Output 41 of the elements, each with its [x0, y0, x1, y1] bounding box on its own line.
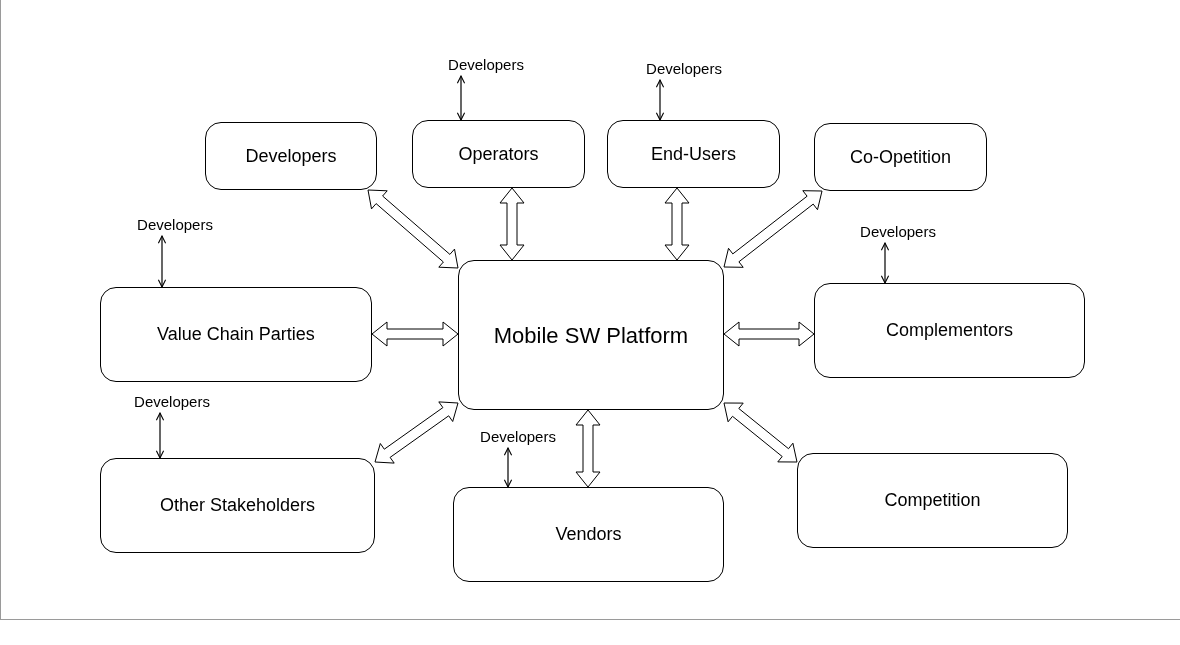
double-arrow	[723, 190, 823, 268]
stakeholder-box	[453, 487, 724, 582]
double-arrow	[723, 321, 815, 347]
box-label: Other Stakeholders	[159, 494, 316, 517]
double-arrow	[371, 321, 459, 347]
node-label: Developers	[134, 391, 210, 412]
double-arrow	[374, 401, 459, 464]
double-arrow	[499, 187, 525, 261]
box-label: Complementors	[885, 319, 1013, 342]
box-label: Competition	[884, 489, 981, 512]
stakeholder-box	[205, 122, 377, 190]
node-label: Developers	[860, 221, 936, 242]
arrow	[456, 75, 466, 121]
double-arrow	[664, 187, 690, 261]
stakeholder-box	[814, 283, 1085, 378]
stakeholder-box	[100, 287, 372, 382]
box-label: Operators	[458, 142, 539, 166]
box-label: Mobile SW Platform	[493, 321, 689, 350]
arrow	[880, 242, 890, 284]
arrow	[655, 79, 665, 121]
stakeholder-box	[458, 260, 724, 410]
double-arrow	[367, 189, 459, 269]
stakeholder-box	[814, 123, 987, 191]
node-label: Developers	[137, 214, 213, 235]
stakeholder-box	[412, 120, 585, 188]
box-label: Vendors	[555, 523, 622, 546]
arrow	[503, 447, 513, 488]
node-label: Developers	[480, 426, 556, 447]
double-arrow	[575, 409, 601, 488]
arrow	[157, 235, 167, 288]
node-label: Developers	[448, 54, 524, 75]
arrow	[155, 412, 165, 459]
stakeholder-box	[100, 458, 375, 553]
stakeholder-box	[797, 453, 1068, 548]
box-label: Co-Opetition	[849, 145, 952, 169]
box-label: Developers	[245, 144, 337, 168]
double-arrow	[723, 402, 798, 463]
node-label: Developers	[646, 58, 722, 79]
stakeholder-box	[607, 120, 780, 188]
box-label: End-Users	[651, 142, 736, 166]
box-label: Value Chain Parties	[157, 323, 315, 346]
